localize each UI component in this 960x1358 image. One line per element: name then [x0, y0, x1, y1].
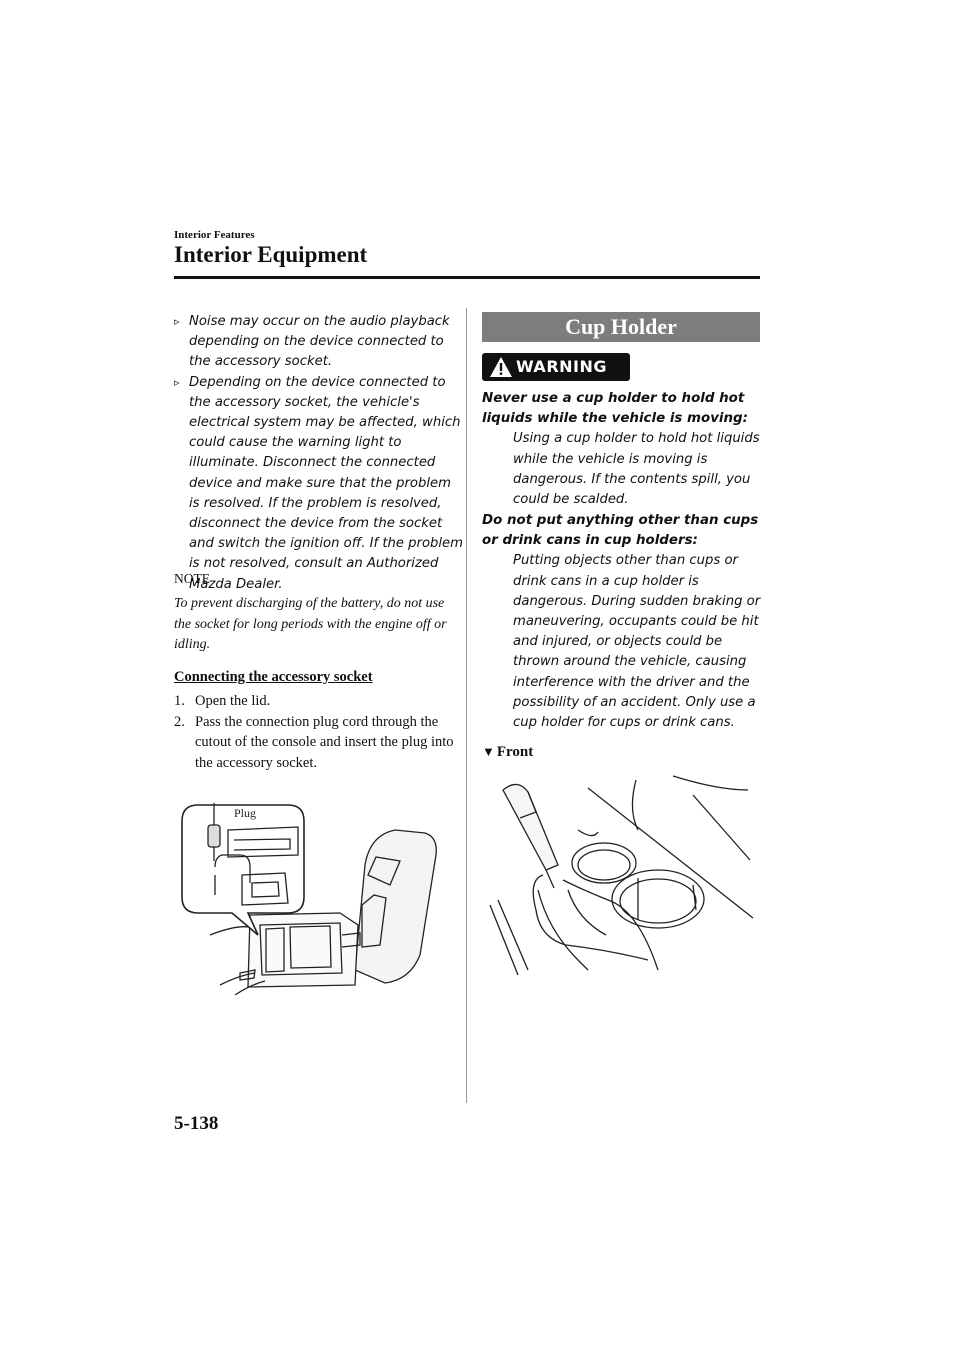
step-list: 1. Open the lid. 2. Pass the connection …	[174, 691, 464, 773]
warning-heading: Do not put anything other than cups or d…	[482, 513, 759, 549]
title-rule	[174, 276, 760, 279]
front-label: Front	[496, 744, 534, 760]
step-item: 1. Open the lid.	[174, 691, 464, 712]
chevron-right-icon: ▹	[174, 375, 180, 389]
bullet-text: Noise may occur on the audio playback de…	[189, 314, 450, 370]
warning-heading: Never use a cup holder to hold hot liqui…	[482, 391, 748, 427]
step-number: 2.	[174, 713, 185, 730]
subheading: Connecting the accessory socket	[174, 669, 373, 685]
bullet-text: Depending on the device connected to the…	[189, 374, 464, 592]
step-item: 2. Pass the connection plug cord through…	[174, 712, 464, 774]
cup-holder-illustration	[489, 775, 754, 976]
triangle-down-icon: ▼	[482, 744, 495, 759]
warning-block: Do not put anything other than cups or d…	[482, 511, 764, 733]
bullet-item: ▹ Noise may occur on the audio playback …	[174, 312, 464, 373]
step-text: Open the lid.	[195, 693, 271, 709]
column-divider	[466, 308, 467, 1103]
step-text: Pass the connection plug cord through th…	[195, 713, 454, 771]
bullet-item: ▹ Depending on the device connected to t…	[174, 373, 464, 595]
page-title: Interior Equipment	[174, 242, 368, 267]
step-number: 1.	[174, 693, 185, 709]
warning-body: Using a cup holder to hold hot liquids w…	[513, 431, 760, 508]
page-number: 5-138	[174, 1113, 219, 1134]
note-label: NOTE	[174, 571, 210, 586]
chevron-right-icon: ▹	[174, 315, 180, 328]
cup-holder-banner: Cup Holder	[482, 312, 760, 342]
warning-triangle-icon	[490, 357, 512, 377]
front-heading: ▼Front	[482, 744, 533, 761]
plug-label: Plug	[234, 806, 256, 820]
note-text: To prevent discharging of the battery, d…	[174, 596, 447, 652]
warning-label: WARNING	[516, 357, 607, 376]
warning-badge: WARNING	[482, 353, 630, 381]
warning-block: Never use a cup holder to hold hot liqui…	[482, 389, 764, 510]
accessory-socket-illustration: Plug	[181, 803, 437, 995]
section-label: Interior Features	[174, 229, 255, 241]
warning-body: Putting objects other than cups or drink…	[513, 553, 761, 731]
note-bullet-list: ▹ Noise may occur on the audio playback …	[174, 312, 464, 595]
